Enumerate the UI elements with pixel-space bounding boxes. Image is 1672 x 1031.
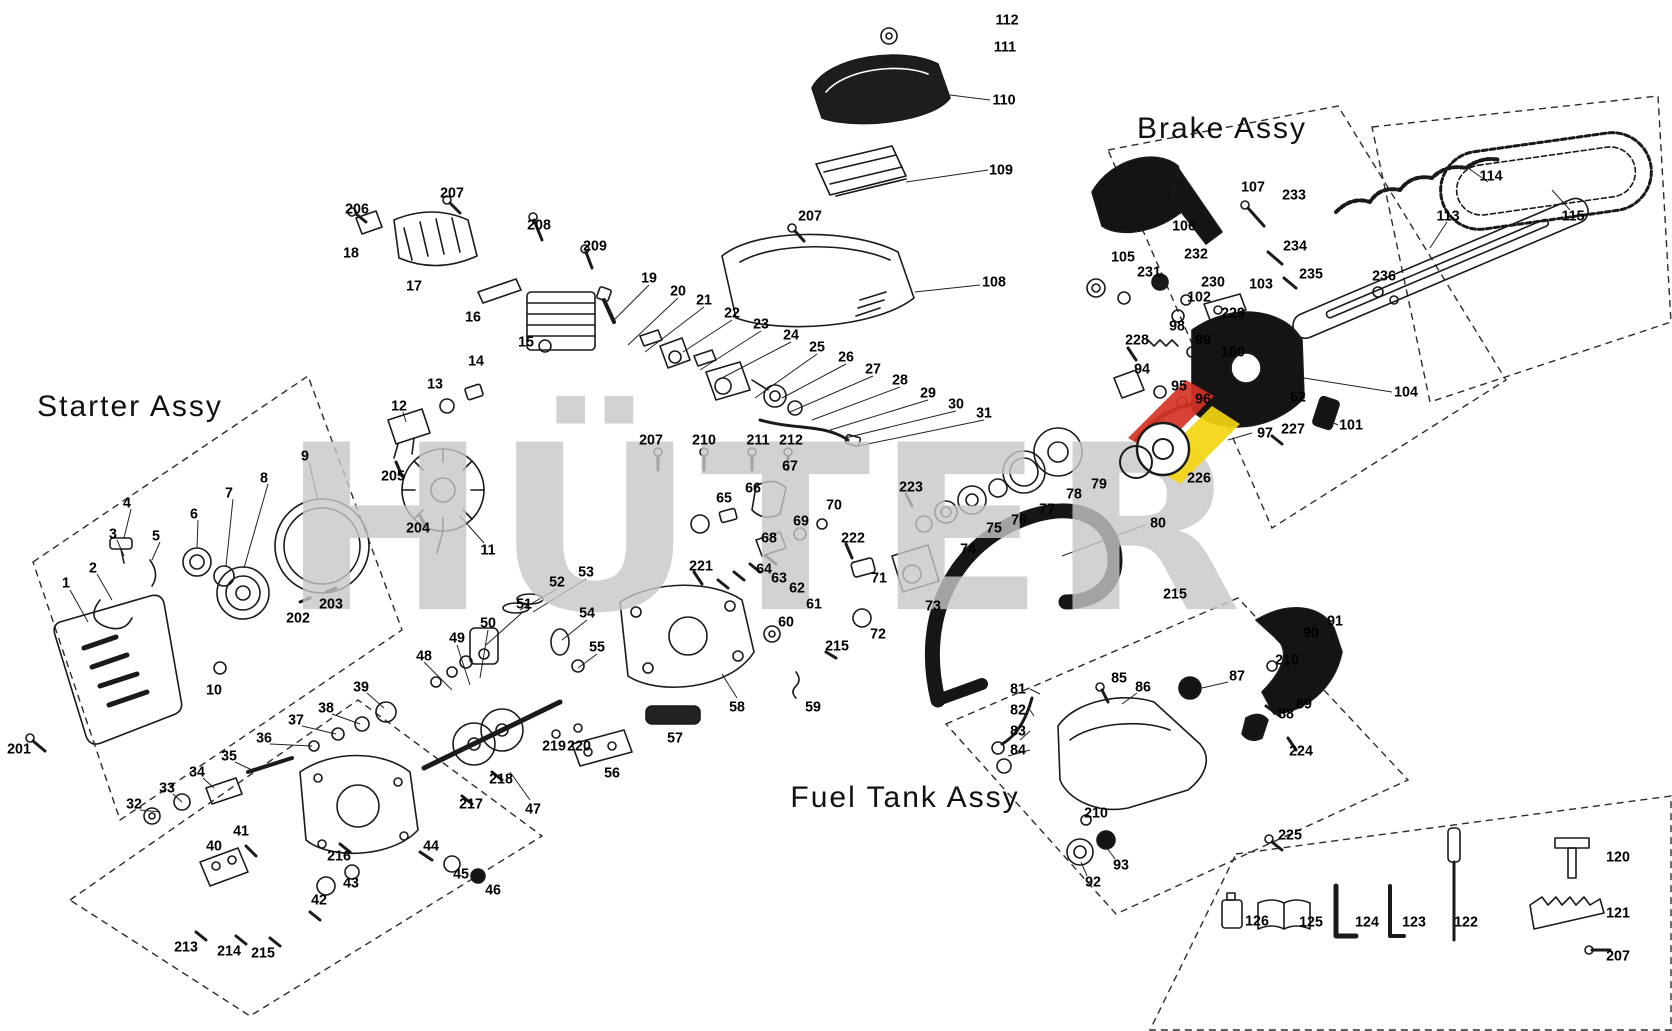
fuel-tank-assy-label: Fuel Tank Assy [790, 781, 1020, 814]
front-handle-drawing [924, 503, 1123, 708]
ignition-coil-drawing [387, 408, 431, 459]
sprocket-cover-drawing [1191, 311, 1305, 428]
fuel-tank-boundary [944, 597, 1410, 915]
cylinder-drawing [526, 291, 596, 353]
starter-cover-drawing [53, 594, 183, 745]
guide-bar-drawing [1292, 197, 1589, 340]
leader-lines [69, 94, 1571, 877]
brake-lever-drawing [1091, 156, 1223, 245]
chain-loop-drawing [1439, 131, 1653, 231]
piston-drawing [469, 593, 544, 665]
spark-plug-drawing [596, 286, 616, 324]
fuel-cap-drawing [1066, 814, 1116, 866]
flywheel-drawing [401, 448, 485, 554]
chain-segment-drawing [1334, 157, 1502, 214]
starter-assy-label: Starter Assy [37, 390, 223, 423]
fuel-tank-drawing [1057, 697, 1208, 811]
tool-kit-drawing [1221, 827, 1612, 955]
engine-top-cover-drawing [721, 233, 915, 328]
crankshaft-drawing [421, 699, 563, 771]
carburettor-drawing [639, 329, 862, 447]
crankcase-left-drawing [299, 754, 419, 855]
muffler-drawing [393, 211, 478, 267]
clutch-drawing [915, 427, 1083, 533]
fan-cover-drawing [274, 498, 370, 594]
part-drawings [25, 27, 1653, 955]
bar-chain-boundary [1371, 95, 1672, 403]
filter-cover-drawing [811, 54, 951, 125]
rope-pulley-drawing [216, 566, 270, 620]
tool-kit-boundary [1148, 795, 1672, 1031]
starter-grip-drawing [109, 537, 133, 550]
starter-assy-boundary [32, 374, 403, 822]
head-gasket-drawing [477, 278, 522, 304]
filter-plate-drawing [815, 145, 907, 197]
rear-handle-drawing [1255, 607, 1343, 715]
crankcase-right-drawing [619, 584, 755, 688]
brake-assy-label: Brake Assy [1136, 112, 1308, 145]
brake-assy-boundary [1107, 105, 1507, 530]
